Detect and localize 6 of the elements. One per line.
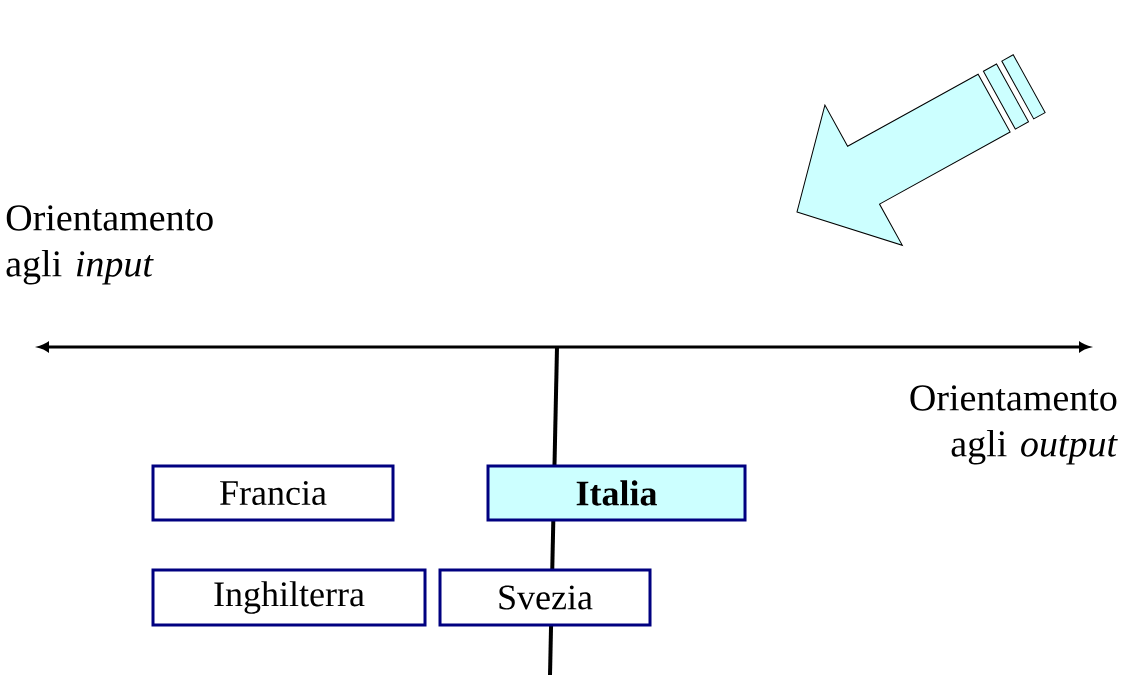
country-box: Italia [486,464,747,522]
country-box: Francia [151,464,395,522]
country-box: Svezia [438,568,652,627]
axis-label: Orientamento agli input [6,205,213,285]
country-box: Inghilterra [151,568,427,627]
axis-label: Orientamento agli output [910,385,1118,465]
